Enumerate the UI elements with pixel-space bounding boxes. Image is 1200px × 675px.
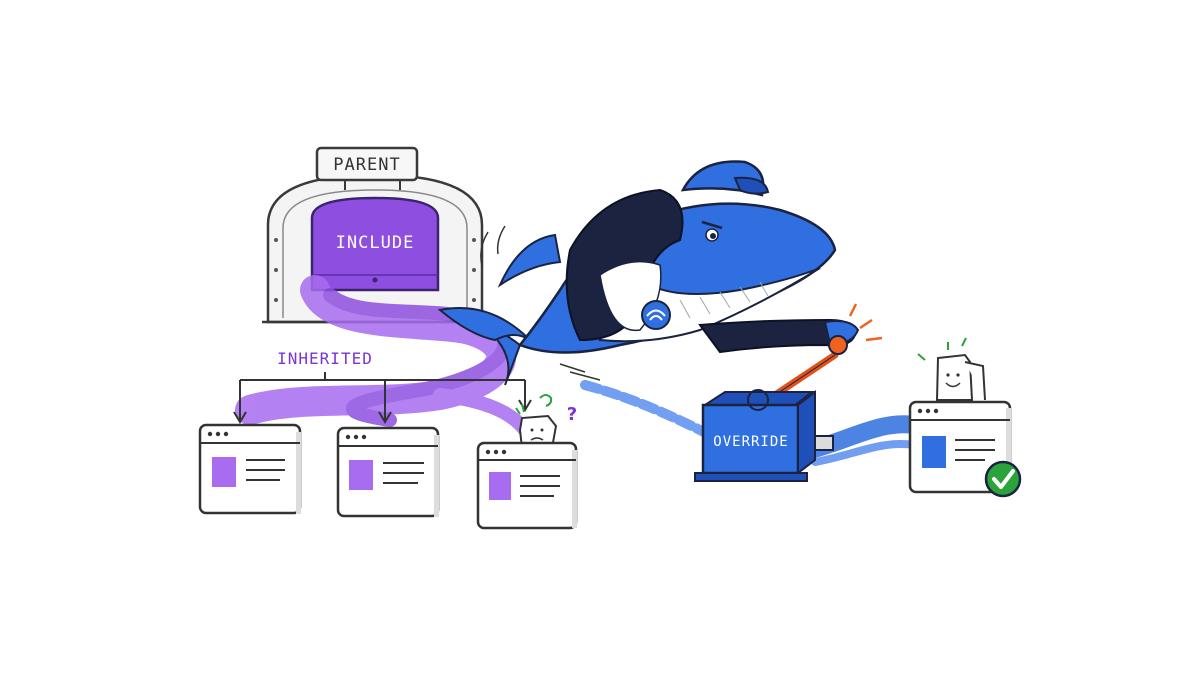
override-label: OVERRIDE xyxy=(713,434,788,450)
whale-mascot-icon xyxy=(437,160,860,386)
parent-sign-label: PARENT xyxy=(333,155,400,175)
result-window xyxy=(908,337,1012,494)
child-window-2 xyxy=(336,426,440,518)
question-mark: ? xyxy=(567,404,577,425)
inherited-bracket xyxy=(233,372,532,424)
child-window-3 xyxy=(476,394,578,530)
include-door-label: INCLUDE xyxy=(336,233,415,253)
override-lever-machine-icon xyxy=(694,303,883,482)
inherited-label: INHERITED xyxy=(277,349,373,368)
child-window-1 xyxy=(198,423,302,515)
motion-lines xyxy=(480,225,601,381)
check-badge-icon xyxy=(984,460,1022,498)
